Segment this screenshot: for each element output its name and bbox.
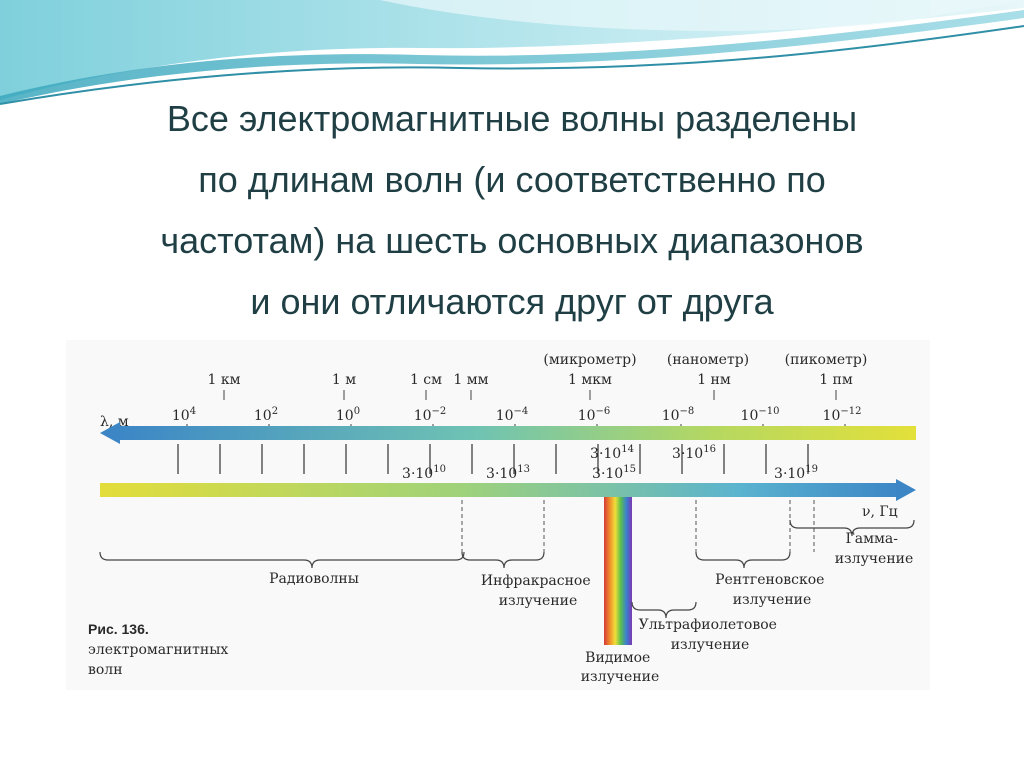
band-boundaries (461, 500, 815, 552)
wavelength-tick-label: 102 (254, 406, 278, 424)
figure-caption: Рис. 136. электромагнитных волн (88, 621, 233, 678)
unit-label: 1 пм (819, 372, 853, 388)
band-gamma-label: Гамма- излучение (835, 531, 914, 567)
band-xray-label: Рентгеновское излучение (715, 572, 829, 608)
unit-label: 1 мм (453, 372, 488, 388)
band-brace (99, 551, 465, 569)
wavelength-tick-label: 10−10 (741, 406, 780, 424)
unit-name: (микрометр) (543, 352, 636, 368)
slide-title-line-2: по длинам волн (и соответственно по (198, 159, 826, 200)
unit-labels: 1 км 1 м 1 см 1 мм 1 мкм 1 нм 1 пм (208, 372, 853, 400)
unit-name: (нанометр) (667, 352, 749, 368)
wavelength-tick-label: 10−12 (823, 406, 862, 424)
unit-label: 1 км (208, 372, 241, 388)
frequency-tick-label: 3·1015 (592, 464, 636, 482)
unit-label: 1 м (332, 372, 356, 388)
wavelength-axis-bar (116, 426, 916, 440)
frequency-ticks: 3·1010 3·1013 3·1014 3·1015 3·1016 3·1019 (402, 444, 818, 482)
frequency-tick-label: 3·1010 (402, 464, 446, 482)
wavelength-tick-label: 100 (336, 406, 360, 424)
unit-label: 1 см (410, 372, 442, 388)
unit-label: 1 мкм (568, 372, 612, 388)
band-brace (695, 551, 791, 569)
wavelength-tick-label: 10−6 (578, 406, 611, 424)
frequency-tick-label: 3·1014 (590, 444, 634, 462)
nu-axis-label: ν, Гц (862, 504, 898, 520)
band-ultraviolet-label: Ультрафиолетовое излучение (639, 617, 782, 653)
frequency-tick-label: 3·1019 (774, 464, 818, 482)
wavelength-ticks: 104 102 100 10−2 10−4 10−6 10−8 10−10 10−12 (172, 406, 862, 426)
scale-divisions (177, 444, 809, 474)
wavelength-tick-label: 104 (172, 406, 196, 424)
visible-light-band (604, 497, 632, 645)
wavelength-tick-label: 10−4 (496, 406, 529, 424)
slide-title: Все электромагнитные волны разделены по … (40, 88, 984, 332)
frequency-axis-bar (100, 483, 900, 497)
unit-label: 1 нм (697, 372, 731, 388)
band-visible-label: Видимое излучение (581, 650, 660, 685)
slide-title-line-4: и они отличаются друг от друга (250, 281, 774, 322)
slide-title-line-3: частотам) на шесть основных диапазонов (160, 220, 864, 261)
unit-name: (пикометр) (785, 352, 868, 368)
slide-title-line-1: Все электромагнитные волны разделены (166, 98, 858, 139)
wavelength-tick-label: 10−8 (662, 406, 695, 424)
frequency-tick-label: 3·1013 (486, 464, 530, 482)
unit-names: (микрометр) (нанометр) (пикометр) (543, 352, 867, 368)
wavelength-axis-arrowhead (100, 422, 120, 444)
wavelength-tick-label: 10−2 (414, 406, 447, 424)
wave-header-decoration (0, 0, 1024, 120)
band-infrared-label: Инфракрасное излучение (481, 573, 595, 609)
frequency-axis-arrowhead (896, 479, 916, 501)
band-brace (461, 551, 545, 569)
band-radio-label: Радиоволны (269, 571, 359, 587)
band-brace (789, 519, 915, 537)
band-braces (99, 519, 915, 619)
band-brace (631, 601, 697, 619)
frequency-tick-label: 3·1016 (672, 444, 716, 462)
